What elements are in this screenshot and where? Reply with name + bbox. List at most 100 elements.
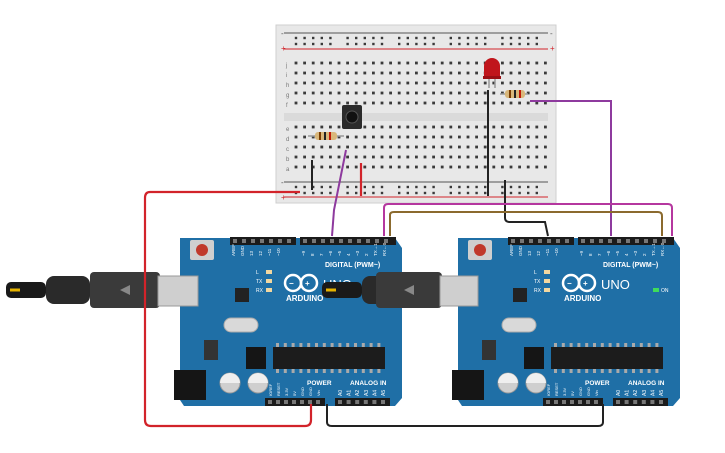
breadboard-hole[interactable] (406, 71, 410, 75)
breadboard-hole[interactable] (518, 81, 521, 85)
rail-hole[interactable] (406, 36, 409, 40)
rail-hole[interactable] (398, 185, 401, 189)
breadboard-hole[interactable] (440, 125, 444, 129)
breadboard-hole[interactable] (449, 71, 453, 75)
breadboard-hole[interactable] (346, 155, 349, 159)
breadboard-hole[interactable] (535, 71, 539, 75)
breadboard-hole[interactable] (415, 71, 418, 75)
breadboard-hole[interactable] (501, 125, 504, 129)
breadboard-hole[interactable] (329, 165, 332, 169)
rail-hole[interactable] (458, 185, 461, 189)
breadboard-hole[interactable] (509, 145, 513, 149)
rail-hole[interactable] (363, 191, 366, 195)
rail-hole[interactable] (432, 42, 435, 46)
breadboard-hole[interactable] (354, 155, 358, 159)
rail-hole[interactable] (466, 191, 470, 195)
rail-hole[interactable] (518, 185, 521, 189)
breadboard-hole[interactable] (518, 125, 521, 129)
breadboard-hole[interactable] (466, 101, 470, 105)
breadboard-hole[interactable] (518, 61, 521, 65)
breadboard-hole[interactable] (483, 81, 487, 85)
breadboard-hole[interactable] (432, 61, 435, 65)
breadboard-hole[interactable] (432, 71, 435, 75)
breadboard-hole[interactable] (329, 125, 332, 129)
breadboard-hole[interactable] (432, 155, 435, 159)
resistor-icon[interactable] (500, 90, 528, 98)
rail-hole[interactable] (380, 36, 384, 40)
rail-hole[interactable] (518, 191, 521, 195)
rail-hole[interactable] (501, 191, 504, 195)
breadboard-hole[interactable] (337, 165, 341, 169)
breadboard-hole[interactable] (518, 135, 521, 139)
rail-hole[interactable] (372, 42, 375, 46)
breadboard-hole[interactable] (544, 101, 547, 105)
breadboard-hole[interactable] (415, 91, 418, 95)
rail-hole[interactable] (484, 185, 487, 189)
breadboard-hole[interactable] (526, 91, 530, 95)
breadboard-hole[interactable] (518, 145, 521, 149)
breadboard-hole[interactable] (389, 155, 392, 159)
breadboard-hole[interactable] (380, 61, 384, 65)
breadboard-hole[interactable] (354, 145, 358, 149)
breadboard-hole[interactable] (544, 165, 547, 169)
breadboard-hole[interactable] (337, 101, 341, 105)
breadboard-hole[interactable] (320, 155, 324, 159)
breadboard-hole[interactable] (466, 61, 470, 65)
breadboard-hole[interactable] (372, 81, 375, 85)
rail-hole[interactable] (363, 36, 366, 40)
breadboard-hole[interactable] (475, 91, 478, 95)
rail-hole[interactable] (432, 36, 435, 40)
rail-hole[interactable] (423, 36, 427, 40)
rail-hole[interactable] (320, 185, 323, 189)
breadboard-hole[interactable] (354, 101, 358, 105)
breadboard-hole[interactable] (423, 155, 427, 159)
rail-hole[interactable] (329, 185, 332, 189)
usb-cable-icon[interactable] (322, 272, 479, 308)
breadboard-hole[interactable] (406, 101, 410, 105)
breadboard-hole[interactable] (483, 135, 487, 139)
breadboard-hole[interactable] (475, 101, 478, 105)
breadboard-hole[interactable] (483, 165, 487, 169)
breadboard-hole[interactable] (372, 145, 375, 149)
breadboard-hole[interactable] (466, 71, 470, 75)
breadboard-hole[interactable] (380, 71, 384, 75)
breadboard-hole[interactable] (509, 125, 513, 129)
breadboard-hole[interactable] (337, 61, 341, 65)
rail-hole[interactable] (320, 36, 323, 40)
breadboard-hole[interactable] (466, 91, 470, 95)
breadboard-hole[interactable] (337, 71, 341, 75)
breadboard-hole[interactable] (449, 61, 453, 65)
breadboard-hole[interactable] (449, 165, 453, 169)
breadboard-hole[interactable] (509, 61, 513, 65)
rail-hole[interactable] (484, 191, 487, 195)
breadboard-hole[interactable] (449, 125, 453, 129)
breadboard-hole[interactable] (320, 125, 324, 129)
breadboard-hole[interactable] (380, 135, 384, 139)
breadboard-hole[interactable] (363, 165, 367, 169)
breadboard-hole[interactable] (492, 101, 496, 105)
breadboard-hole[interactable] (518, 71, 521, 75)
breadboard-hole[interactable] (466, 145, 470, 149)
breadboard-hole[interactable] (380, 81, 384, 85)
breadboard-hole[interactable] (406, 155, 410, 159)
rail-hole[interactable] (449, 36, 452, 40)
breadboard-hole[interactable] (303, 125, 306, 129)
breadboard-hole[interactable] (423, 125, 427, 129)
breadboard-hole[interactable] (432, 101, 435, 105)
rail-hole[interactable] (380, 42, 384, 46)
breadboard-hole[interactable] (406, 165, 410, 169)
breadboard-hole[interactable] (397, 81, 401, 85)
breadboard-hole[interactable] (294, 155, 298, 159)
rail-hole[interactable] (303, 185, 306, 189)
breadboard-hole[interactable] (475, 155, 478, 159)
breadboard-hole[interactable] (501, 71, 504, 75)
rail-hole[interactable] (423, 191, 427, 195)
breadboard-hole[interactable] (389, 61, 392, 65)
breadboard-hole[interactable] (501, 165, 504, 169)
breadboard-hole[interactable] (389, 145, 392, 149)
rail-hole[interactable] (355, 42, 358, 46)
rail-hole[interactable] (346, 42, 349, 46)
breadboard-hole[interactable] (432, 91, 435, 95)
rail-hole[interactable] (294, 185, 298, 189)
